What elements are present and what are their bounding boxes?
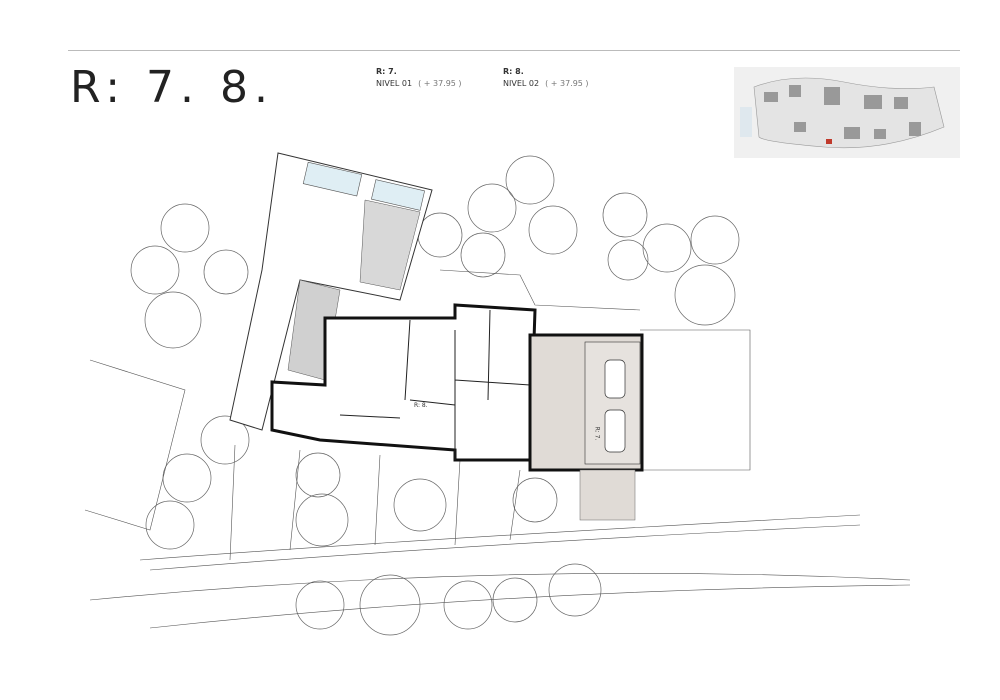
site-key-map: [734, 67, 960, 158]
unit-label: R: 8.: [503, 67, 524, 76]
interior-walls: [339, 309, 531, 460]
elevation-label: ( + 37.95 ): [418, 79, 462, 88]
page-title: R: 7. 8.: [70, 62, 274, 113]
elevation-label: ( + 37.95 ): [545, 79, 589, 88]
plan-label-r7: R: 7.: [593, 426, 601, 441]
header-divider: [68, 50, 960, 51]
level-label: NIVEL 02: [503, 79, 540, 88]
level-info-r8: R: 8. NIVEL 02 ( + 37.95 ): [503, 66, 589, 90]
level-info-r7: R: 7. NIVEL 01 ( + 37.95 ): [376, 66, 462, 90]
trees: [130, 155, 740, 636]
unit-label: R: 7.: [376, 67, 397, 76]
plan-label-r8: R: 8.: [414, 402, 428, 409]
level-label: NIVEL 01: [376, 79, 413, 88]
site-lines: [84, 269, 911, 629]
residence-r7: [528, 333, 644, 521]
key-map-drawing: [740, 77, 945, 149]
